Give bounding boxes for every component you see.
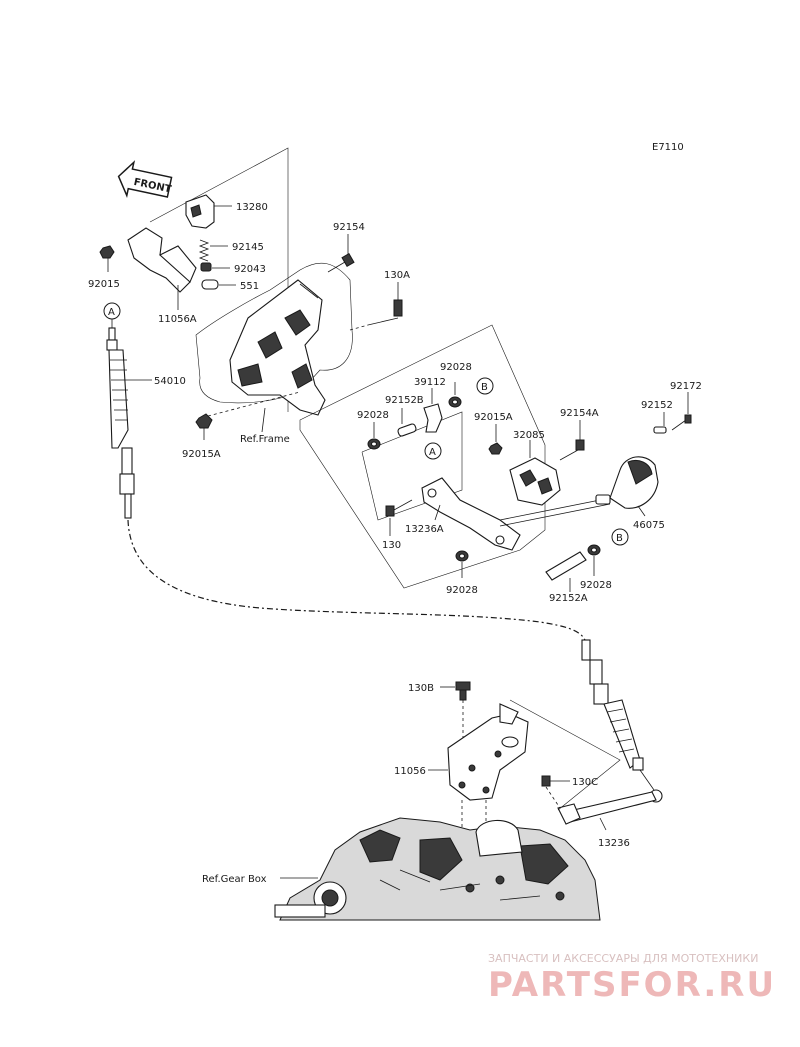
- callout-13236A: 13236A: [405, 524, 444, 535]
- part-551: [201, 279, 236, 290]
- part-92152B: [397, 408, 417, 437]
- callout-92154: 92154: [333, 222, 365, 233]
- part-92015A-left: [195, 391, 301, 440]
- part-130A-bolt: [349, 282, 403, 331]
- callout-11056: 11056: [394, 766, 426, 777]
- watermark-caption: ЗАПЧАСТИ И АКСЕССУАРЫ ДЛЯ МОТОТЕХНИКИ: [488, 952, 758, 965]
- callout-32085: 32085: [513, 430, 545, 441]
- callout-46075: 46075: [633, 520, 665, 531]
- callout-92172: 92172: [670, 381, 702, 392]
- marker-b-bottom: B: [611, 528, 629, 546]
- callout-13236: 13236: [598, 838, 630, 849]
- callout-92154A: 92154A: [560, 408, 599, 419]
- part-92028-left: [367, 422, 381, 450]
- svg-text:B: B: [481, 382, 488, 393]
- frame-panel: [149, 147, 353, 416]
- svg-text:A: A: [429, 447, 436, 458]
- linkage-panel: [299, 324, 546, 589]
- marker-a-cable: A: [103, 302, 121, 332]
- callout-130B: 130B: [408, 683, 434, 694]
- part-92154-bolt: [327, 234, 355, 273]
- callout-92028-left: 92028: [357, 410, 389, 421]
- watermark: ЗАПЧАСТИ И АКСЕССУАРЫ ДЛЯ МОТОТЕХНИКИ PA…: [488, 952, 776, 1005]
- callout-130A: 130A: [384, 270, 410, 281]
- svg-text:B: B: [616, 533, 623, 544]
- callout-54010: 54010: [154, 376, 186, 387]
- ref-frame-leader: [261, 407, 266, 433]
- part-92028-right: [587, 544, 601, 576]
- part-11056A: [127, 227, 197, 310]
- callout-92015A-left: 92015A: [182, 449, 221, 460]
- callout-92028-bottom: 92028: [446, 585, 478, 596]
- part-92015: [99, 245, 115, 272]
- callout-92028-top: 92028: [440, 362, 472, 373]
- callout-92015A-mid: 92015A: [474, 412, 513, 423]
- part-39112: [423, 388, 443, 433]
- callout-130: 130: [382, 540, 401, 551]
- callout-92043: 92043: [234, 264, 266, 275]
- part-92028-top: [448, 382, 462, 408]
- part-46075-knob: [595, 456, 659, 517]
- part-13236-rod: [557, 791, 657, 831]
- part-92152: [653, 412, 667, 434]
- part-130-bolt: [385, 499, 413, 536]
- part-32085: [509, 440, 561, 506]
- callout-92152A: 92152A: [549, 593, 588, 604]
- callout-92152: 92152: [641, 400, 673, 411]
- part-13236A-lever: [421, 477, 611, 551]
- gear-box: [274, 817, 601, 921]
- part-92152A: [545, 551, 587, 592]
- callout-92028-right: 92028: [580, 580, 612, 591]
- part-130B-bolt: [440, 681, 471, 740]
- part-92015A-mid: [488, 424, 503, 455]
- part-130C-bolt: [541, 775, 570, 809]
- callout-11056A: 11056A: [158, 314, 197, 325]
- part-92172: [671, 392, 692, 431]
- marker-b-top: B: [476, 377, 494, 395]
- callout-13280: 13280: [236, 202, 268, 213]
- part-92043: [200, 262, 230, 272]
- svg-text:A: A: [108, 307, 115, 318]
- diagram-code: E7110: [652, 142, 684, 153]
- marker-a-bracket: A: [424, 442, 442, 460]
- part-92145-spring: [198, 239, 228, 262]
- callout-92152B: 92152B: [385, 395, 424, 406]
- callout-551: 551: [240, 281, 259, 292]
- cable-routing-line: [127, 519, 586, 641]
- part-13280: [185, 194, 232, 229]
- part-92028-bottom: [455, 550, 469, 578]
- callout-ref-gearbox: Ref.Gear Box: [202, 874, 267, 885]
- callout-92145: 92145: [232, 242, 264, 253]
- watermark-brand: PARTSFOR.RU: [488, 965, 776, 1005]
- part-92154A: [559, 420, 585, 461]
- callout-92015: 92015: [88, 279, 120, 290]
- part-11056: [428, 699, 621, 830]
- front-arrow-icon: FRONT: [117, 160, 172, 198]
- callout-39112: 39112: [414, 377, 446, 388]
- callout-ref-frame: Ref.Frame: [240, 434, 290, 445]
- part-54010-cable: [106, 327, 152, 519]
- callout-130C: 130C: [572, 777, 598, 788]
